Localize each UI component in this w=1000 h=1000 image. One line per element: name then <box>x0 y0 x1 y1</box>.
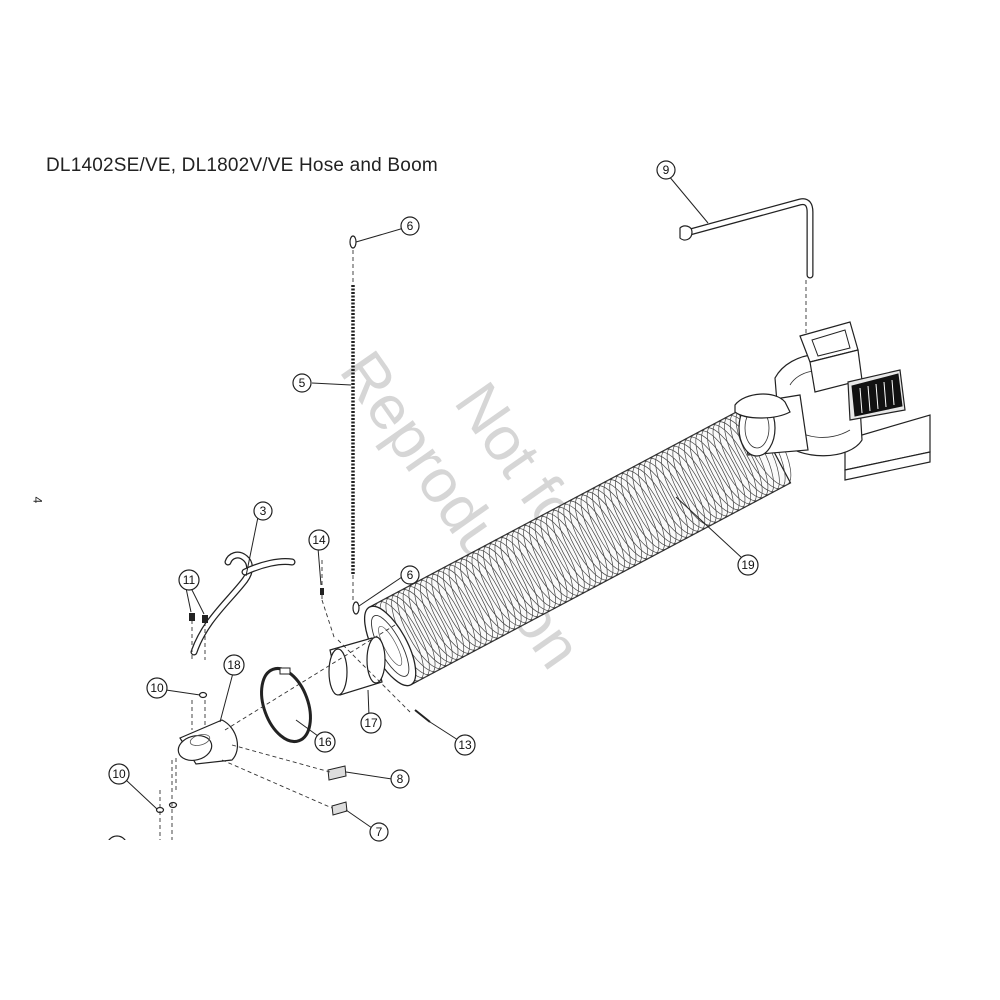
callout-6-bottom: 6 <box>400 565 420 585</box>
svg-text:10: 10 <box>112 767 126 781</box>
part-cable <box>349 235 360 615</box>
hose-rib <box>454 558 505 639</box>
hose-rib <box>632 464 683 544</box>
callout-11: 11 <box>178 569 200 591</box>
svg-text:17: 17 <box>364 716 378 730</box>
hose-rib <box>580 491 631 572</box>
svg-text:9: 9 <box>663 163 670 177</box>
hose-rib <box>672 442 723 523</box>
svg-text:18: 18 <box>227 658 241 672</box>
hose-rib <box>460 555 510 636</box>
part-hose <box>363 404 792 687</box>
hose-rib <box>465 552 516 633</box>
part-nozzle <box>177 719 239 765</box>
hose-rib <box>563 500 614 581</box>
hose-rib <box>511 528 562 608</box>
hose-rib <box>540 512 591 593</box>
hose-rib <box>494 537 545 617</box>
hose-rib <box>402 586 453 666</box>
hose-rib <box>684 436 734 517</box>
hose-rib <box>620 470 671 550</box>
callout-14: 14 <box>308 529 330 551</box>
hose-rib <box>488 540 539 621</box>
svg-text:10: 10 <box>150 681 164 695</box>
callout-3: 3 <box>253 501 273 521</box>
svg-text:12: 12 <box>110 839 124 853</box>
callout-6-top: 6 <box>400 216 420 236</box>
hose-rib <box>569 497 620 578</box>
hose-rib <box>615 473 665 553</box>
callout-12-cropped: 12 <box>108 835 126 853</box>
callout-7: 7 <box>369 822 389 842</box>
callout-16: 16 <box>314 731 336 753</box>
hose-rib <box>643 457 694 538</box>
hose-rib <box>626 467 677 547</box>
part-blower-assembly <box>734 280 931 481</box>
svg-text:14: 14 <box>312 533 326 547</box>
hose-rib <box>420 576 470 657</box>
hose-rib <box>603 479 654 560</box>
callout-19: 19 <box>737 554 759 576</box>
part-clamp <box>260 667 312 743</box>
hose-rib <box>649 454 700 535</box>
hose-rib <box>506 531 556 611</box>
svg-text:6: 6 <box>407 568 414 582</box>
svg-text:5: 5 <box>299 376 306 390</box>
svg-text:8: 8 <box>397 772 404 786</box>
hose-rib <box>414 580 465 660</box>
hose-rib <box>534 515 585 596</box>
hose-rib <box>655 451 706 532</box>
callout-10-lower: 10 <box>108 763 130 785</box>
part-handle <box>190 551 296 656</box>
callout-17: 17 <box>360 712 382 734</box>
hose-rib <box>500 534 551 614</box>
svg-text:7: 7 <box>376 825 383 839</box>
diagram-title: DL1402SE/VE, DL1802V/VE Hose and Boom <box>46 155 438 176</box>
part-boom-pipe <box>679 198 814 279</box>
hose-rib <box>397 589 447 669</box>
callout-9: 9 <box>656 160 676 180</box>
hose-rib <box>471 549 522 630</box>
callout-18: 18 <box>223 654 245 676</box>
hose-rib <box>609 476 660 556</box>
callout-13: 13 <box>454 734 476 756</box>
hose-rib <box>425 573 476 654</box>
hose-rib <box>706 424 757 505</box>
part-coupler <box>328 636 386 696</box>
hose-rib <box>437 567 488 648</box>
hose-rib <box>701 427 752 508</box>
svg-text:13: 13 <box>458 738 472 752</box>
svg-text:11: 11 <box>183 573 196 587</box>
hose-rib <box>597 482 648 563</box>
hose-rib <box>695 430 746 511</box>
hose-rib <box>448 561 499 642</box>
hose-rib <box>557 503 608 584</box>
hose-rib <box>477 546 528 627</box>
hose-rib <box>546 509 597 590</box>
hose-rib <box>666 445 717 526</box>
svg-text:16: 16 <box>318 735 332 749</box>
hose-rib <box>552 506 602 587</box>
svg-text:19: 19 <box>741 558 755 572</box>
callout-8: 8 <box>390 769 410 789</box>
hose-rib <box>442 564 493 645</box>
hose-rib <box>574 494 625 575</box>
hose-rib <box>483 543 533 624</box>
callout-5: 5 <box>292 373 312 393</box>
svg-text:3: 3 <box>260 504 267 518</box>
hose-rib <box>529 519 579 599</box>
svg-text:6: 6 <box>407 219 414 233</box>
hose-rib <box>517 525 568 605</box>
hose-rib <box>586 488 637 569</box>
hose-rib <box>431 570 482 651</box>
callout-10-upper: 10 <box>146 677 168 699</box>
assembly-lines <box>175 599 411 809</box>
leader-lines <box>125 174 743 829</box>
hose-rib <box>638 461 688 541</box>
hose-rib <box>661 448 711 529</box>
hose-rib <box>592 485 642 566</box>
hose-rib <box>689 433 740 514</box>
hose-rib <box>678 439 729 520</box>
